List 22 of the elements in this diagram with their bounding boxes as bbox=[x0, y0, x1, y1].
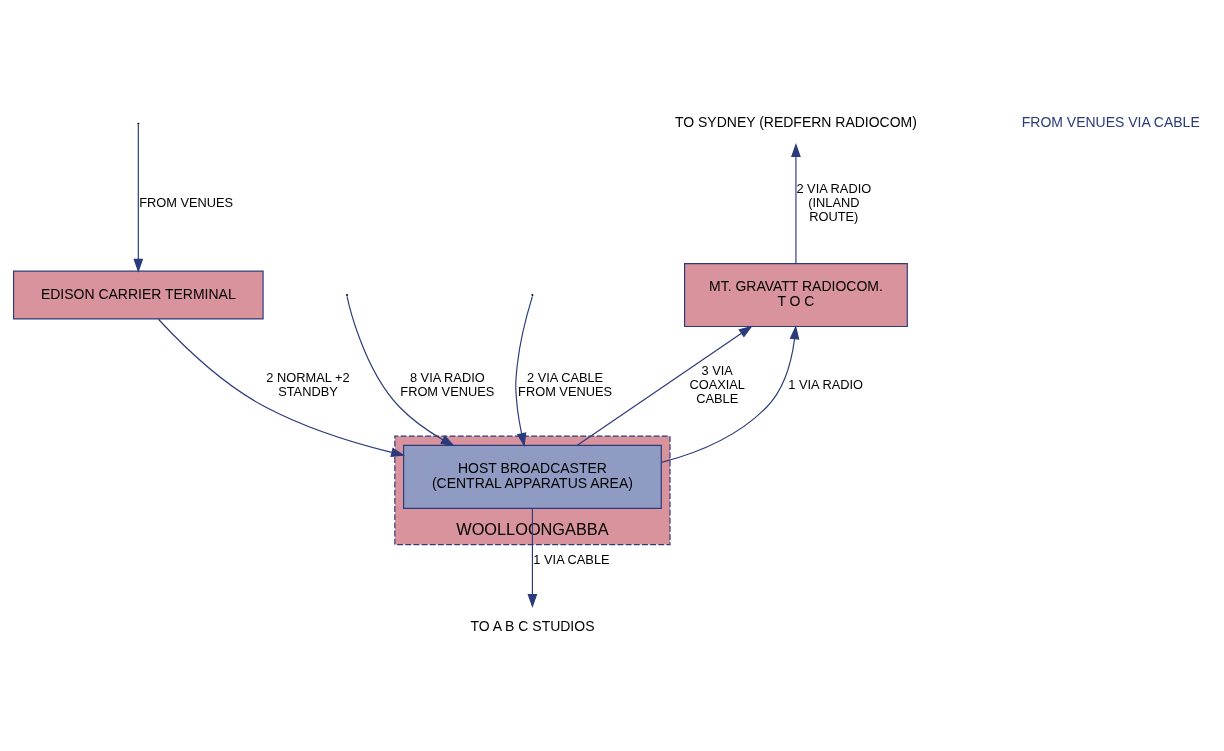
node-text: TO A B C STUDIOS bbox=[470, 617, 595, 634]
edge-label: 8 VIA RADIO FROM VENUES bbox=[400, 370, 495, 400]
arrow bbox=[660, 325, 800, 463]
arrow bbox=[515, 295, 533, 447]
edge-label: 1 VIA RADIO bbox=[788, 377, 864, 393]
arrow bbox=[576, 325, 753, 446]
node-box: EDISON CARRIER TERMINAL bbox=[13, 270, 264, 320]
arrow bbox=[527, 507, 538, 609]
label: FROM VENUES VIA CABLE bbox=[1021, 114, 1200, 131]
edge-label: 3 VIA COAXIAL CABLE bbox=[689, 363, 745, 407]
arrow bbox=[346, 295, 455, 447]
node-box: HOST BROADCASTER (CENTRAL APPARATUS AREA) bbox=[403, 444, 662, 509]
edge-label: 2 NORMAL +2 STANDBY bbox=[266, 370, 350, 400]
node-box: MT. GRAVATT RADIOCOM. T O C bbox=[684, 263, 908, 328]
node-text: TO SYDNEY (REDFERN RADIOCOM) bbox=[674, 114, 917, 131]
arrow bbox=[791, 143, 801, 264]
edge-label: FROM VENUES bbox=[139, 195, 234, 211]
arrow bbox=[157, 318, 406, 458]
arrow bbox=[133, 124, 144, 273]
edge-label: 2 VIA CABLE FROM VENUES bbox=[518, 370, 613, 400]
edge-label: 2 VIA RADIO (INLAND ROUTE) bbox=[796, 181, 872, 225]
edge-label: 1 VIA CABLE bbox=[533, 552, 610, 568]
